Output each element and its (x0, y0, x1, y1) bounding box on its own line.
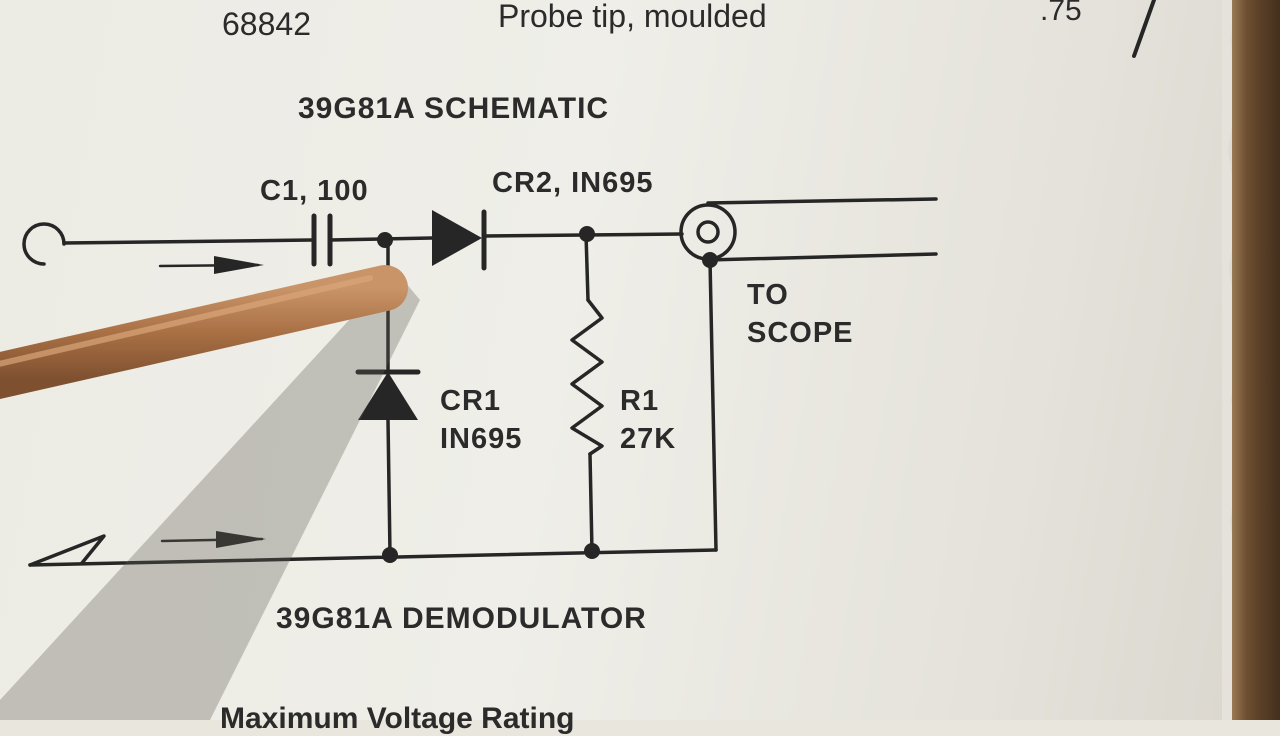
junction-node-3 (702, 252, 718, 268)
label-cr1-part: IN695 (440, 423, 523, 455)
ground-arrow-head (216, 531, 266, 548)
input-arrow-head (214, 256, 264, 274)
label-c1: C1, 100 (260, 175, 369, 207)
junction-node-4 (382, 547, 398, 563)
coax-inner (696, 220, 720, 244)
circuit-diagram (22, 197, 938, 567)
coax-bottom-line (706, 252, 938, 262)
junction-node-2 (579, 226, 595, 242)
to-scope-line1: TO (747, 279, 789, 311)
input-wire (62, 238, 314, 245)
demodulator-title: 39G81A DEMODULATOR (276, 602, 647, 635)
cr1-triangle (358, 372, 418, 420)
to-scope-line2: SCOPE (747, 317, 854, 349)
r1-zigzag (570, 298, 604, 456)
ground-probe-tip (28, 534, 106, 567)
label-r1: R1 27K (620, 382, 676, 458)
to-scope-label: TO SCOPE (747, 276, 854, 352)
shield-wire-down (708, 258, 718, 552)
coax-top-line (706, 197, 938, 205)
junction-node-1 (377, 232, 393, 248)
label-cr1: CR1 IN695 (440, 382, 522, 458)
coax-outer (679, 203, 737, 261)
label-r1-value: 27K (620, 423, 677, 455)
r1-wire-bottom (588, 452, 594, 554)
part-number: 68842 (222, 6, 311, 42)
wooden-surface (1232, 0, 1280, 720)
label-cr2: CR2, IN695 (492, 167, 654, 199)
footer-heading: Maximum Voltage Rating (220, 702, 575, 735)
part-description: Probe tip, moulded (498, 0, 767, 34)
torn-paper-edge (1222, 0, 1240, 720)
schematic-title: 39G81A SCHEMATIC (298, 92, 610, 125)
junction-node-5 (584, 543, 600, 559)
ground-wire (28, 548, 718, 567)
cr2-triangle (432, 210, 482, 266)
cr1-wire-bottom (386, 418, 392, 556)
r1-wire-top (584, 232, 590, 302)
label-cr1-ref: CR1 (440, 385, 502, 417)
probe-tip-hook (22, 222, 66, 266)
label-r1-ref: R1 (620, 385, 660, 417)
part-price: .75 (1040, 0, 1082, 27)
